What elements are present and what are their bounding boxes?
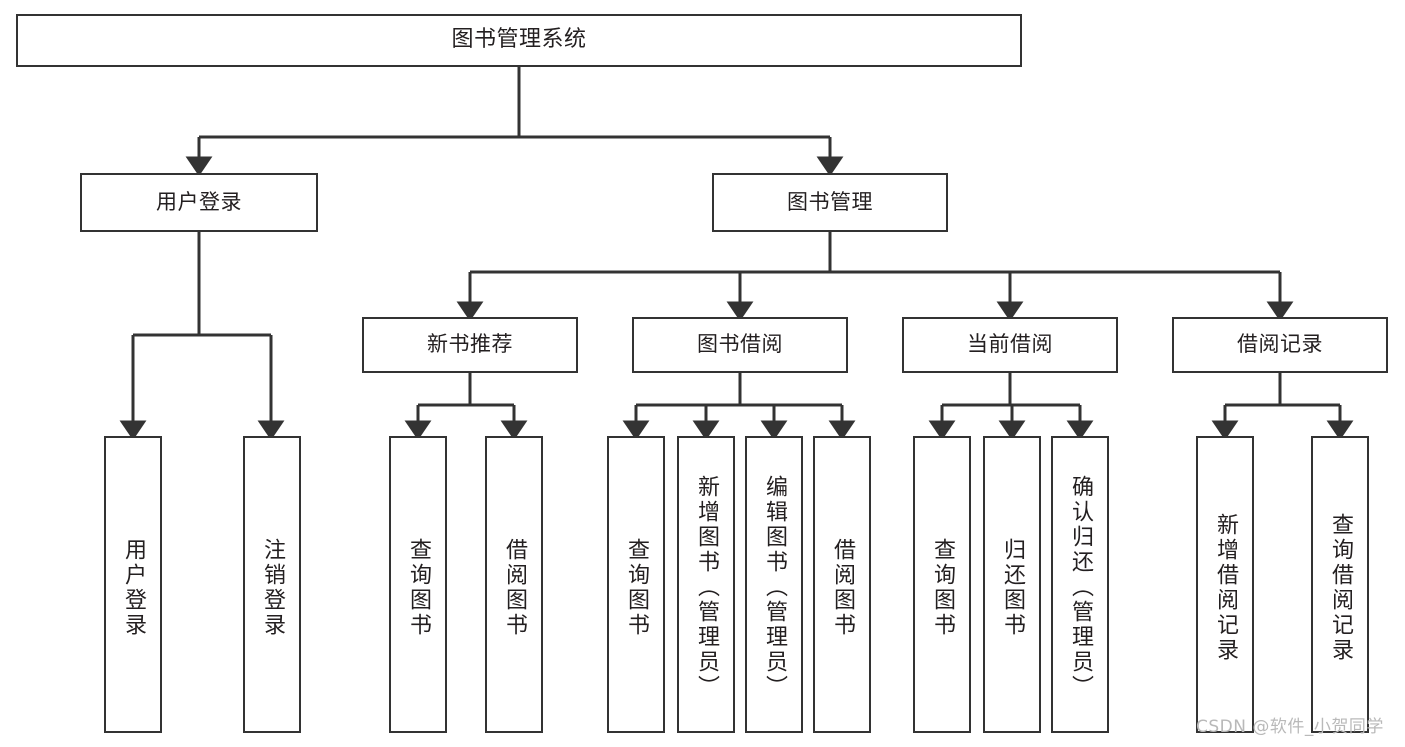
leaf-node[interactable]: 确认归还（管理员） [1051,436,1109,733]
leaf-node[interactable]: 新增借阅记录 [1196,436,1254,733]
node-new-book-recommend-label: 新书推荐 [427,332,513,357]
leaf-node[interactable]: 编辑图书（管理员） [745,436,803,733]
node-book-management[interactable]: 图书管理 [712,173,948,232]
leaf-node-label: 查询借阅记录 [1328,512,1353,663]
leaf-node[interactable]: 查询图书 [913,436,971,733]
node-current-borrow-label: 当前借阅 [967,332,1053,357]
leaf-node-label: 归还图书 [1000,537,1025,638]
leaf-node[interactable]: 归还图书 [983,436,1041,733]
leaf-node[interactable]: 借阅图书 [813,436,871,733]
leaf-node[interactable]: 新增图书（管理员） [677,436,735,733]
leaf-node-label: 借阅图书 [502,537,527,638]
node-book-borrow[interactable]: 图书借阅 [632,317,848,373]
leaf-node-label: 新增借阅记录 [1213,512,1238,663]
leaf-node[interactable]: 用户登录 [104,436,162,733]
node-new-book-recommend[interactable]: 新书推荐 [362,317,578,373]
node-user-login-label: 用户登录 [156,189,242,214]
watermark-text: CSDN @软件_小贺同学 [1196,717,1384,737]
leaf-node-label: 新增图书（管理员） [694,475,719,700]
leaf-node-label: 查询图书 [930,537,955,638]
leaf-node-label: 查询图书 [406,537,431,638]
node-root-label: 图书管理系统 [451,27,587,53]
node-user-login[interactable]: 用户登录 [80,173,318,232]
node-book-borrow-label: 图书借阅 [697,332,783,357]
node-borrow-record[interactable]: 借阅记录 [1172,317,1388,373]
node-borrow-record-label: 借阅记录 [1237,332,1323,357]
leaf-node-label: 查询图书 [624,537,649,638]
leaf-node-label: 注销登录 [260,537,285,638]
node-current-borrow[interactable]: 当前借阅 [902,317,1118,373]
leaf-node-label: 借阅图书 [830,537,855,638]
node-root-system[interactable]: 图书管理系统 [16,14,1022,67]
leaf-node-label: 用户登录 [121,537,146,638]
leaf-node[interactable]: 查询借阅记录 [1311,436,1369,733]
leaf-node[interactable]: 查询图书 [389,436,447,733]
leaf-node[interactable]: 注销登录 [243,436,301,733]
leaf-node[interactable]: 借阅图书 [485,436,543,733]
node-book-management-label: 图书管理 [787,189,873,214]
leaf-node[interactable]: 查询图书 [607,436,665,733]
leaf-node-label: 编辑图书（管理员） [762,475,787,700]
leaf-node-label: 确认归还（管理员） [1068,475,1093,700]
